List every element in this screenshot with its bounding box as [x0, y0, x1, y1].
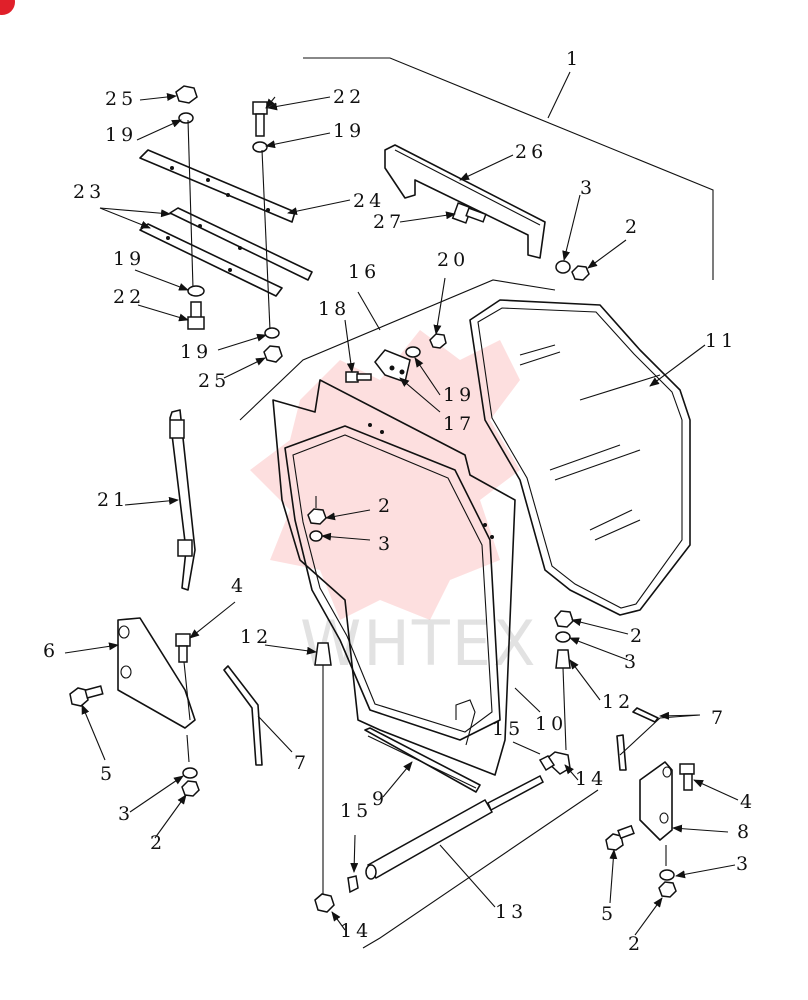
part-5-bolt-right — [605, 833, 624, 851]
assembly-bracket-line — [303, 57, 714, 280]
part-12-stud-right — [555, 649, 571, 669]
part-3-washer-top — [555, 260, 571, 274]
callout-16: 16 — [348, 261, 380, 283]
callout-15-lower: 15 — [340, 800, 372, 822]
callout-10: 10 — [535, 713, 567, 735]
callout-3-right: 3 — [624, 651, 640, 673]
part-22-bolt-lower — [190, 301, 202, 319]
part-2-nut-lower-right — [658, 881, 677, 898]
callout-2-top: 2 — [625, 216, 641, 238]
part-2-nut-right — [554, 610, 574, 628]
corner-badge — [0, 0, 15, 15]
strut-bracket-line — [362, 789, 599, 949]
callout-2-left: 2 — [150, 832, 166, 854]
part-6-bracket-left — [117, 617, 196, 729]
callout-3-lower-right: 3 — [736, 853, 752, 875]
callout-14-right: 14 — [575, 768, 607, 790]
part-2-nut-door — [307, 508, 327, 525]
callout-9: 9 — [372, 788, 388, 810]
part-22-bolt-upper — [252, 101, 268, 115]
part-3-washer-right — [555, 631, 571, 643]
part-19-washer-3 — [187, 285, 205, 297]
part-3-washer-door — [309, 530, 323, 542]
callout-26: 26 — [515, 141, 547, 163]
part-14-ball-joint-left — [314, 893, 335, 913]
part-19-washer-4 — [264, 327, 280, 339]
callout-21: 21 — [97, 489, 129, 511]
callout-13: 13 — [495, 901, 527, 923]
part-27-bolt — [451, 202, 487, 224]
callout-3-door: 3 — [378, 533, 394, 555]
callout-19-upper-left: 19 — [105, 124, 137, 146]
part-23-bar-lower — [139, 223, 283, 297]
callout-19-upper-right: 19 — [333, 120, 365, 142]
part-19-washer-5 — [405, 346, 421, 358]
callout-12-left: 12 — [240, 626, 272, 648]
part-10-door-frame — [272, 379, 516, 776]
part-9-seal-strip — [364, 727, 481, 793]
callout-22-upper: 22 — [333, 86, 365, 108]
part-4-bolt-left — [175, 633, 191, 647]
callout-18: 18 — [318, 298, 350, 320]
part-8-bracket-right — [639, 761, 673, 841]
callout-19-lower: 19 — [180, 341, 212, 363]
callout-4-right: 4 — [740, 791, 756, 813]
callout-25-lower: 25 — [198, 370, 230, 392]
callout-19-door: 19 — [443, 384, 475, 406]
callout-6: 6 — [43, 640, 59, 662]
part-5-bolt-left — [69, 687, 89, 707]
part-3-washer-left — [182, 767, 198, 779]
callout-23: 23 — [73, 181, 105, 203]
callout-5-left: 5 — [100, 763, 116, 785]
callout-22-lower: 22 — [113, 286, 145, 308]
callout-4-left: 4 — [231, 575, 247, 597]
part-15-pin-upper — [538, 755, 556, 772]
part-19-washer-2 — [252, 141, 268, 153]
part-18-bolt — [345, 371, 359, 383]
callout-19-middle: 19 — [113, 248, 145, 270]
part-25-nut-lower — [263, 345, 283, 363]
part-12-stud-left — [314, 642, 332, 666]
part-24-plate — [139, 149, 296, 223]
watermark-text: WHTEX — [300, 607, 537, 680]
part-7-plate-right — [616, 734, 627, 771]
part-19-washer-1 — [178, 112, 194, 124]
part-25-nut-upper — [175, 85, 198, 104]
callout-25-upper: 25 — [105, 88, 137, 110]
callout-17: 17 — [443, 413, 475, 435]
part-20-nut — [429, 333, 447, 349]
callout-20: 20 — [437, 249, 469, 271]
part-2-nut-top — [571, 265, 590, 281]
part-26-cover — [384, 144, 546, 259]
part-15-pin-lower — [347, 875, 359, 894]
callout-14-left: 14 — [340, 920, 372, 942]
callout-5-right: 5 — [601, 903, 617, 925]
callout-2-door: 2 — [378, 495, 394, 517]
callout-27: 27 — [373, 211, 405, 233]
part-7-pin-right — [632, 707, 659, 723]
callout-7-left: 7 — [294, 752, 310, 774]
callout-3-left: 3 — [118, 803, 134, 825]
part-7-rod-left — [223, 665, 263, 766]
part-4-bolt-right — [679, 763, 695, 775]
part-23-bar-upper — [169, 207, 313, 281]
part-2-nut-left — [181, 780, 200, 797]
part-13-gas-strut — [365, 774, 544, 880]
callout-3-top: 3 — [580, 177, 596, 199]
callout-11: 11 — [705, 330, 737, 352]
callout-2-lower-right: 2 — [628, 933, 644, 955]
part-11-glass — [469, 299, 691, 616]
part-10-door-glass-seal — [284, 425, 501, 741]
callout-12-right: 12 — [602, 691, 634, 713]
callout-24: 24 — [353, 190, 385, 212]
callout-8: 8 — [737, 821, 753, 843]
callout-1: 1 — [566, 48, 582, 70]
callout-15-upper: 15 — [492, 718, 524, 740]
callout-7-right: 7 — [711, 707, 727, 729]
part-3-washer-lower-right — [659, 869, 675, 881]
callout-2-right: 2 — [630, 625, 646, 647]
part-14-ball-joint-right — [543, 751, 571, 775]
